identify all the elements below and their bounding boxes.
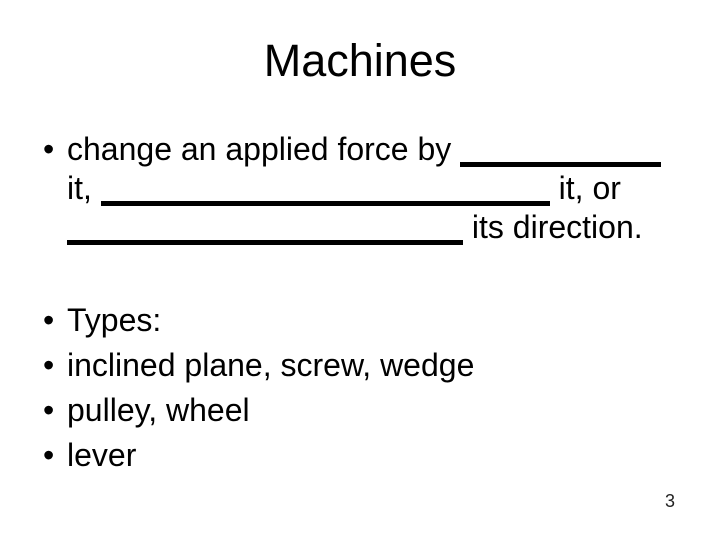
list-item: • pulley, wheel	[43, 388, 697, 433]
fill-in-blank-line-2	[100, 201, 550, 206]
force-line-3-suffix: its direction.	[471, 209, 643, 245]
fill-in-blank-line-1	[460, 162, 662, 167]
bullet-icon: •	[43, 437, 55, 473]
list-item: • lever	[43, 433, 697, 478]
bullet-icon: •	[43, 302, 55, 338]
bullet-icon: •	[43, 347, 55, 383]
force-line-3: its direction.	[67, 208, 697, 247]
bullet-icon: •	[43, 131, 55, 167]
force-line-1: change an applied force by	[67, 130, 697, 169]
force-line-1-text: change an applied force by	[67, 131, 452, 167]
list-item: • inclined plane, screw, wedge	[43, 343, 697, 388]
force-line-2-suffix: it, or	[558, 170, 621, 206]
force-line-2: it, it, or	[67, 169, 697, 208]
bullet-icon: •	[43, 392, 55, 428]
bullet-paragraph-force: • change an applied force by it, it, or …	[43, 130, 697, 247]
slide-title: Machines	[263, 35, 457, 86]
types-item-lever: lever	[67, 437, 137, 473]
types-item-inclined-plane: inclined plane, screw, wedge	[67, 347, 475, 383]
types-item-pulley-wheel: pulley, wheel	[67, 392, 250, 428]
types-label: Types:	[67, 302, 162, 338]
list-item: • Types:	[43, 298, 697, 343]
force-line-2-prefix: it,	[67, 170, 92, 206]
fill-in-blank-line-3	[67, 240, 463, 245]
bullet-list-types: • Types: • inclined plane, screw, wedge …	[43, 298, 697, 478]
slide-page-number: 3	[664, 491, 675, 511]
